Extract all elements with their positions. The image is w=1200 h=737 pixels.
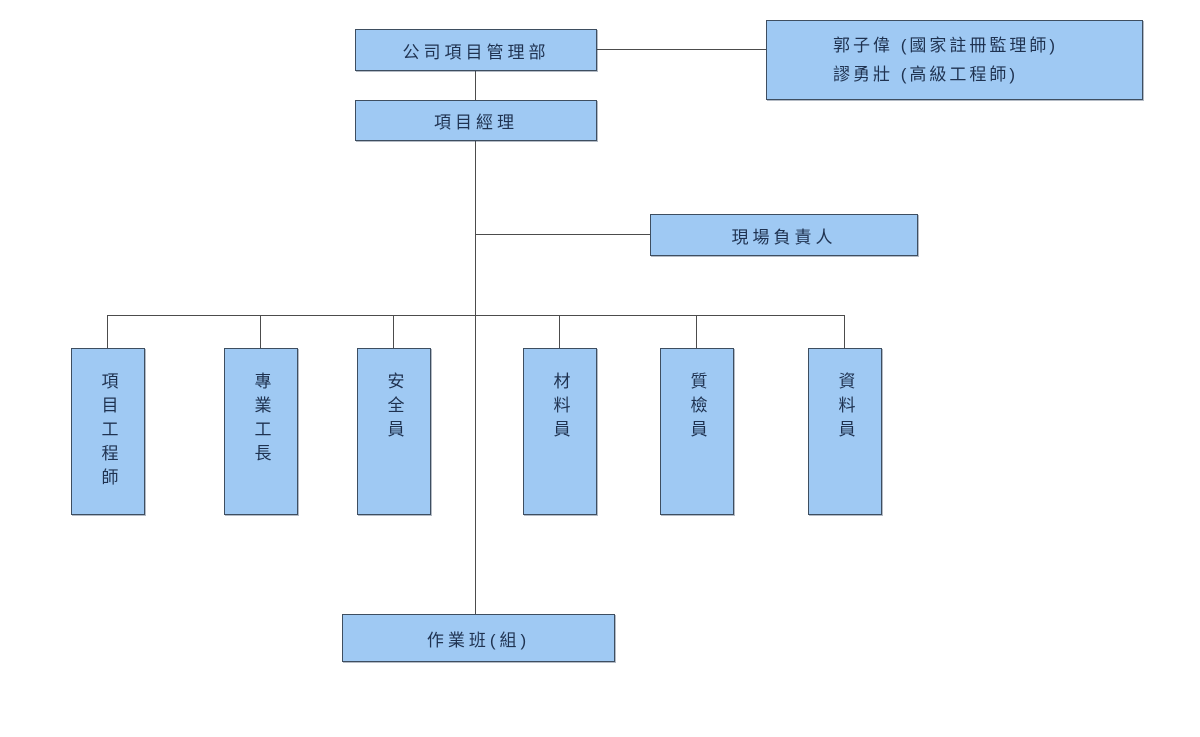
node-safety-officer: 安全員 <box>357 348 431 515</box>
node-supervisors: 郭子偉 (國家註冊監理師) 謬勇壯 (高級工程師) <box>766 20 1143 100</box>
node-work-team: 作業班(組) <box>342 614 615 662</box>
node-document-clerk: 資料員 <box>808 348 882 515</box>
connector-to-site-leader <box>476 234 650 235</box>
node-project-manager: 項目經理 <box>355 100 597 141</box>
connector-dept-to-supervisors <box>597 49 766 50</box>
node-management-dept-label: 公司項目管理部 <box>402 42 550 62</box>
node-safety-officer-label: 安全員 <box>384 372 404 444</box>
connector-drop-project-engineer <box>107 315 108 348</box>
connector-distribution-bar <box>108 315 845 316</box>
node-project-manager-label: 項目經理 <box>434 113 518 132</box>
node-site-leader-label: 現場負責人 <box>731 227 837 247</box>
node-work-team-label: 作業班(組) <box>426 630 531 650</box>
node-specialty-foreman: 專業工長 <box>224 348 298 515</box>
node-quality-inspector-label: 質檢員 <box>687 372 707 444</box>
node-material-clerk-label: 材料員 <box>550 372 570 444</box>
node-quality-inspector: 質檢員 <box>660 348 734 515</box>
connector-drop-safety-officer <box>393 315 394 348</box>
node-document-clerk-label: 資料員 <box>835 372 855 444</box>
node-site-leader: 現場負責人 <box>650 214 918 256</box>
node-project-engineer: 項目工程師 <box>71 348 145 515</box>
connector-drop-quality-inspector <box>696 315 697 348</box>
node-project-engineer-label: 項目工程師 <box>98 372 118 492</box>
node-management-dept: 公司項目管理部 <box>355 29 597 71</box>
supervisor-line-1: 郭子偉 (國家註冊監理師) <box>833 36 1059 55</box>
node-specialty-foreman-label: 專業工長 <box>251 372 271 468</box>
connector-drop-document-clerk <box>844 315 845 348</box>
supervisor-line-2: 謬勇壯 (高級工程師) <box>833 65 1019 84</box>
node-material-clerk: 材料員 <box>523 348 597 515</box>
connector-dept-to-manager <box>475 71 476 100</box>
connector-manager-to-workteam <box>475 141 476 614</box>
connector-drop-material-clerk <box>559 315 560 348</box>
connector-drop-foreman <box>260 315 261 348</box>
